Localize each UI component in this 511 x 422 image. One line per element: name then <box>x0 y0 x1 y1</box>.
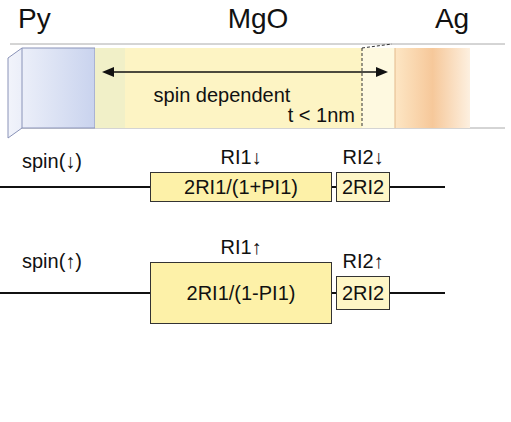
resistor-value: 2RI2 <box>342 176 384 199</box>
text-label: t < 1nm <box>288 104 355 126</box>
text-label: Py <box>18 4 51 35</box>
text-label: spin(↓) <box>22 150 82 172</box>
text-label: spin(↑) <box>22 250 82 272</box>
resistor-value: 2RI1/(1-PI1) <box>187 282 296 305</box>
text-label: MgO <box>228 4 289 35</box>
resistor-name: RI1↓ <box>220 146 261 169</box>
text-label: Ag <box>435 4 469 35</box>
resistor-box: RI2↓2RI2 <box>336 172 390 202</box>
resistor-box: RI2↑2RI2 <box>336 276 390 310</box>
resistor-name: RI2↑ <box>342 250 383 273</box>
resistor-name: RI1↑ <box>220 236 261 259</box>
layer-stack <box>8 44 505 138</box>
resistor-name: RI2↓ <box>342 146 383 169</box>
text-label: spin dependent <box>154 84 291 106</box>
resistor-box: RI1↑2RI1/(1-PI1) <box>150 262 332 324</box>
resistor-box: RI1↓2RI1/(1+PI1) <box>150 172 332 202</box>
resistor-value: 2RI2 <box>342 282 384 305</box>
resistor-value: 2RI1/(1+PI1) <box>184 176 298 199</box>
